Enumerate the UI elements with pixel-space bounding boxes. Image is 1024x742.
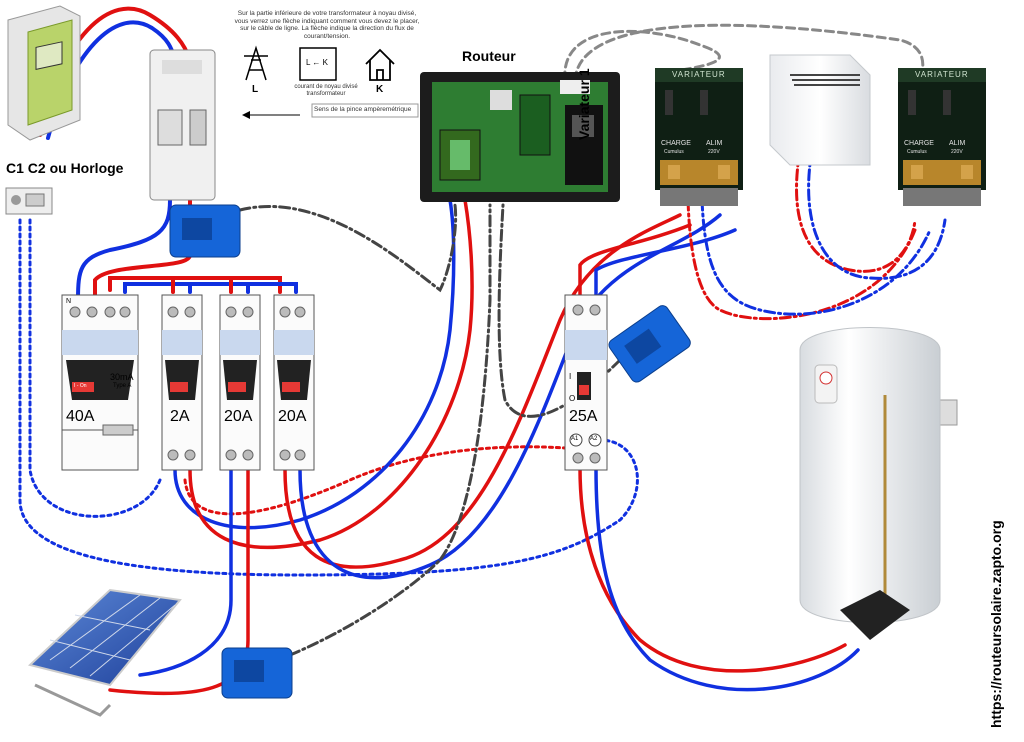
breaker-2a-rating: 2A — [170, 408, 190, 425]
dimmer-1 — [655, 68, 743, 206]
dimmer1-label: Variateur 1 — [576, 68, 592, 140]
breaker-40a-type: Type A — [113, 383, 132, 389]
split-core-icon — [299, 47, 337, 81]
contactor-rating: 25A — [569, 408, 598, 425]
dimmer1-alim-sub: 220V — [708, 149, 720, 155]
contactor-on: I — [569, 372, 572, 381]
breaker-on-label: I - On — [74, 383, 87, 389]
radiator — [769, 54, 871, 166]
dimmer1-title: VARIATEUR — [672, 70, 726, 79]
note-clamp: Sens de la pince ampèremétrique — [314, 106, 412, 113]
website-url: https://routeursolaire.zapto.org — [988, 520, 1004, 728]
pylon-icon — [244, 45, 268, 81]
dimmer1-alim: ALIM — [706, 140, 723, 147]
house-icon — [365, 48, 395, 81]
ct-orientation-note — [242, 45, 419, 119]
breaker-40a-rating: 40A — [66, 408, 95, 425]
contactor-a2: A2 — [590, 436, 598, 442]
breaker-n-label: N — [66, 298, 72, 305]
dimmer1-charge: CHARGE — [661, 140, 691, 147]
wires — [18, 6, 947, 696]
dimmer2-charge-sub: Cumulus — [907, 149, 927, 155]
router-label: Routeur — [462, 48, 516, 64]
contactor-off: O — [569, 394, 576, 403]
dimmer1-charge-sub: Cumulus — [664, 149, 684, 155]
dimmer2-title: VARIATEUR — [915, 70, 969, 79]
ct-clamp-main — [169, 204, 241, 258]
electric-meter — [7, 5, 81, 141]
breaker-20a-1 — [219, 294, 261, 471]
dimmer2-charge: CHARGE — [904, 140, 934, 147]
meter-label: C1 C2 ou Horloge — [6, 160, 124, 176]
breaker-2a — [161, 294, 203, 471]
breaker-20a-2 — [273, 294, 315, 471]
note-text: Sur la partie inférieure de votre transf… — [234, 10, 420, 40]
contactor-a1: A1 — [571, 436, 579, 442]
dimmer2-alim: ALIM — [949, 140, 966, 147]
breaker-40a — [61, 294, 139, 471]
breaker-20a-2-rating: 20A — [278, 408, 307, 425]
contactor-25a — [564, 294, 608, 471]
dimmer-2 — [898, 68, 986, 206]
note-k: K — [376, 84, 384, 95]
main-disconnect-switch — [149, 49, 216, 201]
router-box — [420, 72, 620, 202]
note-l: L — [252, 84, 259, 95]
breaker-20a-1-rating: 20A — [224, 408, 253, 425]
meter-control-switch — [5, 187, 53, 215]
ct-clamp-heater — [608, 305, 691, 383]
note-arrow: L ← K — [306, 58, 328, 67]
solar-panel — [27, 588, 182, 717]
ct-clamp-solar — [221, 647, 293, 699]
breaker-40a-sensitivity: 30mA — [110, 372, 134, 382]
water-heater — [799, 327, 958, 640]
note-core: courant de noyau divisé transformateur — [294, 84, 358, 97]
dimmer2-alim-sub: 220V — [951, 149, 963, 155]
